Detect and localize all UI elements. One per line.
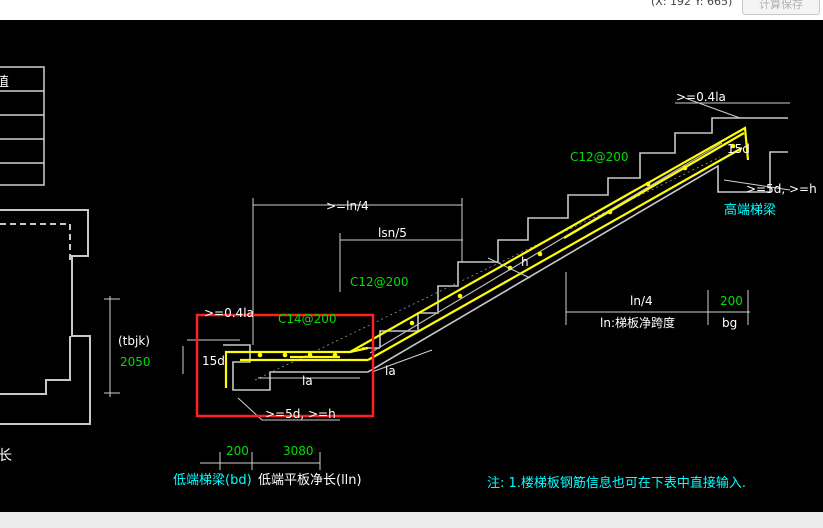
top-rebar-label: C12@200 bbox=[570, 150, 629, 164]
h-mid-label: h bbox=[521, 255, 529, 269]
coordinate-readout: (X: 192 Y: 665) bbox=[651, 0, 733, 8]
ln4-top-label: >=ln/4 bbox=[326, 199, 369, 213]
top-toolbar: (X: 192 Y: 665) 计算保存 bbox=[0, 0, 823, 20]
dimension-lines bbox=[104, 97, 791, 470]
table-header-text: 值 bbox=[0, 74, 9, 90]
tbjk-label: (tbjk) bbox=[118, 334, 150, 348]
bg-value-label: 200 bbox=[720, 294, 743, 308]
la-right-label: la bbox=[385, 364, 396, 378]
stair-drawing-canvas[interactable]: 值 长 bbox=[0, 20, 823, 512]
low-slab-label: 低端平板净长(lln) bbox=[258, 473, 362, 488]
stair-outline bbox=[223, 117, 788, 391]
tbjk-value: 2050 bbox=[120, 355, 151, 369]
ln-desc-label: ln:梯板净跨度 bbox=[600, 315, 675, 330]
top-hook-label: 15d bbox=[727, 142, 750, 156]
bottom-bar bbox=[0, 512, 823, 528]
lsn5-label: lsn/5 bbox=[378, 226, 407, 240]
la-left-label: la bbox=[302, 374, 313, 388]
bd-value: 200 bbox=[226, 444, 249, 458]
low-hook-label: 15d bbox=[202, 354, 225, 368]
note-text: 注: 1.楼梯板钢筋信息也可在下表中直接输入. bbox=[487, 475, 746, 491]
lln-value: 3080 bbox=[283, 444, 314, 458]
high-beam-label: 高端梯梁 bbox=[724, 202, 776, 218]
low-beam-label: 低端梯梁(bd) bbox=[173, 473, 252, 488]
bottom-partial-text: 长 bbox=[0, 448, 12, 464]
top-anchor-label: >=0.4la bbox=[676, 90, 726, 104]
section-outline bbox=[0, 209, 91, 425]
calculate-save-button[interactable]: 计算保存 bbox=[742, 0, 820, 15]
low-rebar-label: C14@200 bbox=[278, 312, 337, 326]
ln4-right-label: ln/4 bbox=[630, 294, 653, 308]
rebar-lines bbox=[224, 126, 750, 388]
low-bend-label: >=5d, >=h bbox=[265, 407, 336, 421]
low-anchor-label: >=0.4la bbox=[204, 306, 254, 320]
left-table bbox=[0, 66, 45, 186]
top-bend-label: >=5d, >=h bbox=[746, 182, 817, 196]
mid-rebar-label: C12@200 bbox=[350, 275, 409, 289]
bg-label: bg bbox=[722, 316, 737, 330]
rebar-dots bbox=[257, 143, 736, 358]
highlight-box bbox=[195, 313, 375, 418]
